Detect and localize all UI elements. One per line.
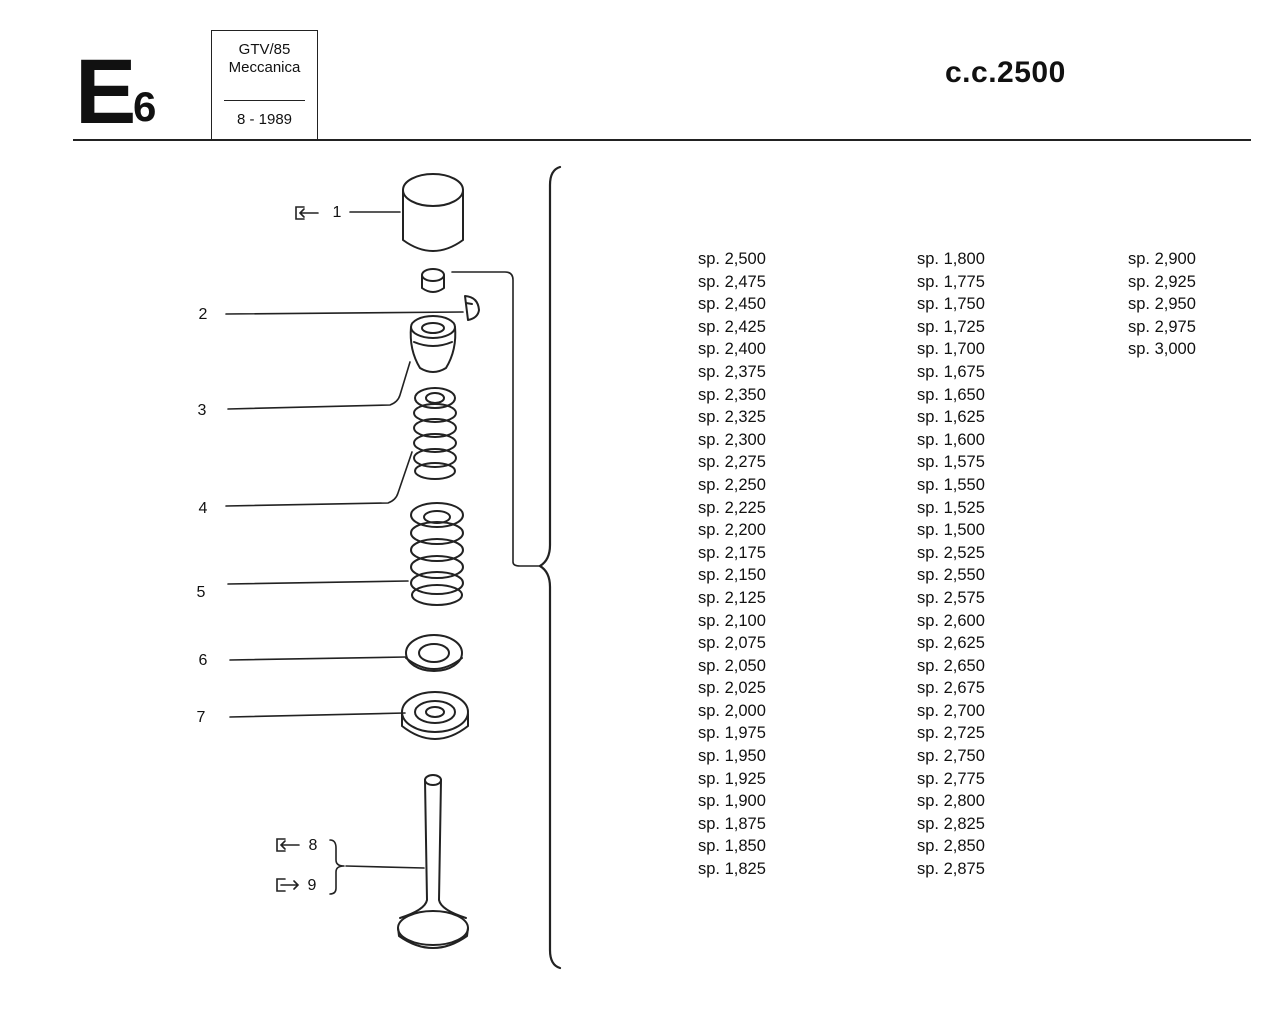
thickness-value: sp. 1,900 xyxy=(698,792,766,811)
valve-cotter xyxy=(464,295,480,321)
thickness-value: sp. 2,475 xyxy=(698,272,766,291)
thickness-value: sp. 2,100 xyxy=(698,611,766,630)
thickness-value: sp. 1,550 xyxy=(917,475,985,494)
thickness-value: sp. 2,200 xyxy=(698,521,766,540)
thickness-value: sp. 2,175 xyxy=(698,543,766,562)
spring-seat-washer xyxy=(405,634,463,672)
callout-brace xyxy=(329,839,345,895)
thickness-value: sp. 2,500 xyxy=(698,250,766,268)
thickness-value: sp. 1,825 xyxy=(698,860,766,879)
thickness-value: sp. 2,975 xyxy=(1128,317,1196,336)
shim-cap xyxy=(421,268,445,293)
thickness-value: sp. 2,075 xyxy=(698,634,766,653)
arrow-out-of-box-icon xyxy=(276,878,300,892)
thickness-value: sp. 2,000 xyxy=(698,701,766,720)
thickness-value: sp. 1,600 xyxy=(917,430,985,449)
thickness-value: sp. 2,325 xyxy=(698,408,766,427)
grouping-bracket xyxy=(538,165,562,970)
thickness-value: sp. 2,025 xyxy=(698,679,766,698)
thickness-value: sp. 2,950 xyxy=(1128,295,1196,314)
thickness-value: sp. 1,975 xyxy=(698,724,766,743)
valve xyxy=(397,774,469,949)
thickness-value: sp. 1,775 xyxy=(917,272,985,291)
valve-stem-seal xyxy=(401,691,469,740)
thickness-value: sp. 2,225 xyxy=(698,498,766,517)
thickness-value: sp. 2,275 xyxy=(698,453,766,472)
thickness-value: sp. 1,750 xyxy=(917,295,985,314)
arrow-into-box-icon xyxy=(276,838,300,852)
thickness-value: sp. 2,575 xyxy=(917,588,985,607)
section-number: 6 xyxy=(133,83,157,130)
thickness-value: sp. 1,800 xyxy=(917,250,985,268)
thickness-value: sp. 1,700 xyxy=(917,340,985,359)
thickness-value: sp. 1,850 xyxy=(698,837,766,856)
callout-number: 1 xyxy=(332,204,342,221)
thickness-value: sp. 1,625 xyxy=(917,408,985,427)
callout-number: 4 xyxy=(198,500,208,517)
thickness-value: sp. 2,550 xyxy=(917,566,985,585)
thickness-value: sp. 1,875 xyxy=(698,814,766,833)
thickness-value: sp. 2,700 xyxy=(917,701,985,720)
thickness-value: sp. 2,350 xyxy=(698,385,766,404)
thickness-value: sp. 1,725 xyxy=(917,317,985,336)
thickness-value: sp. 2,875 xyxy=(917,860,985,879)
spring-retainer xyxy=(409,315,457,373)
thickness-value: sp. 1,500 xyxy=(917,521,985,540)
callout-number: 9 xyxy=(307,877,317,894)
thickness-value: sp. 2,375 xyxy=(698,362,766,381)
thickness-value: sp. 2,450 xyxy=(698,295,766,314)
thickness-value: sp. 2,775 xyxy=(917,769,985,788)
thickness-value: sp. 1,950 xyxy=(698,747,766,766)
thickness-column-3: sp. 2,900 sp. 2,925 sp. 2,950 sp. 2,975 sp. … xyxy=(1128,248,1196,361)
thickness-value: sp. 2,750 xyxy=(917,747,985,766)
thickness-value: sp. 2,625 xyxy=(917,634,985,653)
tappet-bucket xyxy=(402,173,464,252)
thickness-value: sp. 2,725 xyxy=(917,724,985,743)
model-box-divider xyxy=(224,100,305,101)
model-date: 8 - 1989 xyxy=(236,111,293,128)
thickness-value: sp. 2,675 xyxy=(917,679,985,698)
model-name: GTV/85 xyxy=(238,41,291,58)
thickness-value: sp. 1,525 xyxy=(917,498,985,517)
thickness-value: sp. 1,575 xyxy=(917,453,985,472)
callout-number: 7 xyxy=(196,709,206,726)
section-letter: E xyxy=(75,41,136,143)
thickness-value: sp. 2,650 xyxy=(917,656,985,675)
thickness-value: sp. 2,300 xyxy=(698,430,766,449)
thickness-value: sp. 2,925 xyxy=(1128,272,1196,291)
thickness-value: sp. 2,850 xyxy=(917,837,985,856)
thickness-value: sp. 2,800 xyxy=(917,792,985,811)
thickness-value: sp. 3,000 xyxy=(1128,340,1196,359)
callout-number: 3 xyxy=(197,402,207,419)
thickness-value: sp. 2,825 xyxy=(917,814,985,833)
callout-number: 8 xyxy=(308,837,318,854)
thickness-value: sp. 1,925 xyxy=(698,769,766,788)
callout-number: 2 xyxy=(198,306,208,323)
thickness-value: sp. 2,425 xyxy=(698,317,766,336)
thickness-column-1: sp. 2,500 sp. 2,475 sp. 2,450 sp. 2,425 sp. … xyxy=(698,248,766,881)
model-category: Meccanica xyxy=(228,59,301,76)
header-rule xyxy=(73,139,1251,141)
thickness-value: sp. 1,675 xyxy=(917,362,985,381)
thickness-value: sp. 2,400 xyxy=(698,340,766,359)
thickness-value: sp. 2,900 xyxy=(1128,250,1196,268)
arrow-into-box-icon xyxy=(295,206,319,220)
thickness-value: sp. 2,525 xyxy=(917,543,985,562)
callout-number: 5 xyxy=(196,584,206,601)
thickness-value: sp. 2,150 xyxy=(698,566,766,585)
thickness-value: sp. 2,250 xyxy=(698,475,766,494)
thickness-value: sp. 2,125 xyxy=(698,588,766,607)
callout-number: 6 xyxy=(198,652,208,669)
engine-displacement: c.c.2500 xyxy=(945,56,1066,89)
thickness-column-2: sp. 1,800 sp. 1,775 sp. 1,750 sp. 1,725 sp. … xyxy=(917,248,985,881)
leader-lines xyxy=(225,211,541,869)
outer-valve-spring xyxy=(410,502,464,606)
thickness-value: sp. 2,050 xyxy=(698,656,766,675)
thickness-value: sp. 1,650 xyxy=(917,385,985,404)
inner-valve-spring xyxy=(413,387,457,480)
model-box: GTV/85 Meccanica 8 - 1989 xyxy=(211,30,318,139)
thickness-value: sp. 2,600 xyxy=(917,611,985,630)
